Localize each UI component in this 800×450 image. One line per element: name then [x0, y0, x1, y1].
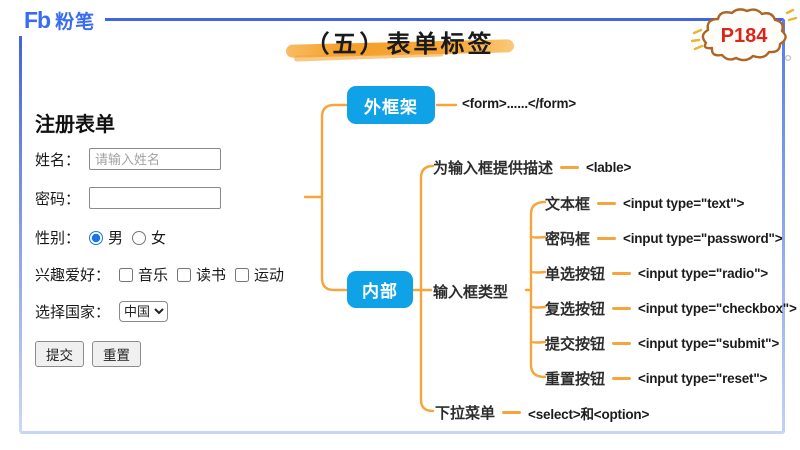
brace-hook-3: [529, 305, 547, 309]
row-form-code: <form>......</form>: [462, 96, 576, 111]
node-inner: 内部: [347, 271, 413, 308]
page-number-badge: P184: [690, 8, 798, 62]
music-checkbox-label: 音乐: [138, 267, 169, 284]
hobby-option-reading[interactable]: 读书: [177, 264, 226, 285]
male-radio-label: 男: [108, 230, 124, 247]
page-title: （五）表单标签: [305, 29, 495, 58]
row-input-radio: 单选按钮 <input type="radio">: [545, 263, 768, 284]
sparkle-left-icon: [690, 28, 704, 51]
password-label: 密码：: [35, 190, 81, 208]
form-tag-code: <form>......</form>: [462, 96, 576, 111]
form-row-name: 姓名：: [35, 148, 222, 170]
dash-line: [612, 342, 632, 345]
select-branch-text: 下拉菜单: [435, 405, 496, 422]
sports-checkbox[interactable]: [235, 267, 250, 282]
form-title: 注册表单: [35, 114, 115, 136]
input-reset-label: 重置按钮: [545, 371, 606, 388]
form-row-hobbies: 兴趣爱好： 音乐 读书 运动: [35, 264, 284, 285]
password-input[interactable]: [89, 187, 222, 209]
country-label: 选择国家：: [35, 304, 111, 321]
name-input[interactable]: [89, 148, 222, 170]
reading-checkbox[interactable]: [177, 267, 192, 282]
label-tag-code: <lable>: [586, 160, 632, 175]
level3-brace: [529, 200, 547, 379]
level1-bracket: [320, 103, 349, 292]
input-text-label: 文本框: [545, 196, 591, 213]
badge-dot: [784, 54, 792, 62]
reading-checkbox-label: 读书: [196, 267, 227, 284]
hobby-option-sports[interactable]: 运动: [235, 264, 284, 285]
country-select[interactable]: 中国: [119, 301, 169, 322]
input-checkbox-code: <input type="checkbox">: [638, 301, 797, 316]
male-radio[interactable]: [89, 230, 104, 245]
form-row-gender: 性别： 男 女: [35, 227, 166, 248]
brace-hook-4: [529, 340, 547, 344]
title-block: （五）表单标签: [280, 22, 520, 64]
gender-option-female[interactable]: 女: [132, 227, 166, 248]
input-checkbox-label: 复选按钮: [545, 301, 606, 318]
logo-fb-icon: Fb: [24, 6, 51, 33]
reset-button[interactable]: 重置: [92, 341, 141, 367]
logo-text: 粉笔: [55, 11, 96, 33]
hobbies-label: 兴趣爱好：: [35, 267, 111, 284]
select-tag-code: <select>和<option>: [528, 406, 650, 422]
row-select-branch: 下拉菜单 <select>和<option>: [435, 402, 649, 423]
input-radio-code: <input type="radio">: [638, 266, 768, 281]
sparkle-right-icon: [785, 8, 798, 22]
row-input-reset: 重置按钮 <input type="reset">: [545, 368, 767, 389]
node-outer-frame: 外框架: [347, 86, 435, 124]
frame-border-left: [19, 19, 22, 432]
row-label-branch: 为输入框提供描述 <lable>: [433, 157, 631, 178]
gender-label: 性别：: [35, 230, 81, 247]
row-input-checkbox: 复选按钮 <input type="checkbox">: [545, 298, 797, 319]
female-radio[interactable]: [132, 230, 147, 245]
form-row-buttons: 提交 重置: [35, 341, 141, 367]
level2-bracket: [419, 164, 435, 413]
label-branch-text: 为输入框提供描述: [433, 160, 554, 177]
fenbi-logo: Fb 粉笔: [18, 4, 106, 36]
name-label: 姓名：: [35, 151, 81, 169]
hobby-option-music[interactable]: 音乐: [119, 264, 168, 285]
frame-border-bottom: [20, 431, 784, 434]
music-checkbox[interactable]: [119, 267, 134, 282]
form-row-password: 密码：: [35, 187, 222, 209]
input-radio-label: 单选按钮: [545, 266, 606, 283]
dash-line: [612, 307, 632, 310]
brace-hook-1: [529, 235, 547, 239]
frame-border-top: [20, 18, 784, 21]
row-input-types-branch: 输入框类型: [433, 281, 508, 302]
input-types-text: 输入框类型: [433, 284, 509, 301]
dash-line: [560, 166, 580, 169]
row-input-submit: 提交按钮 <input type="submit">: [545, 333, 779, 354]
input-password-code: <input type="password">: [623, 231, 783, 246]
input-text-code: <input type="text">: [623, 196, 745, 211]
dash-line: [502, 411, 522, 414]
form-row-country: 选择国家： 中国: [35, 301, 169, 322]
female-radio-label: 女: [151, 230, 167, 247]
input-reset-code: <input type="reset">: [638, 371, 768, 386]
gender-option-male[interactable]: 男: [89, 227, 123, 248]
input-password-label: 密码框: [545, 231, 591, 248]
row-input-text: 文本框 <input type="text">: [545, 193, 744, 214]
input-submit-code: <input type="submit">: [638, 336, 780, 351]
sports-checkbox-label: 运动: [254, 267, 285, 284]
page-number: P184: [721, 25, 769, 47]
dash-line: [597, 202, 617, 205]
input-submit-label: 提交按钮: [545, 336, 606, 353]
frame-border-right: [782, 19, 785, 433]
dash-line: [597, 237, 617, 240]
dash-line: [612, 377, 632, 380]
dash-line: [612, 272, 632, 275]
submit-button[interactable]: 提交: [35, 341, 84, 367]
cloud-shape: [701, 8, 787, 62]
brace-hook-2: [529, 270, 547, 274]
row-input-password: 密码框 <input type="password">: [545, 228, 783, 249]
